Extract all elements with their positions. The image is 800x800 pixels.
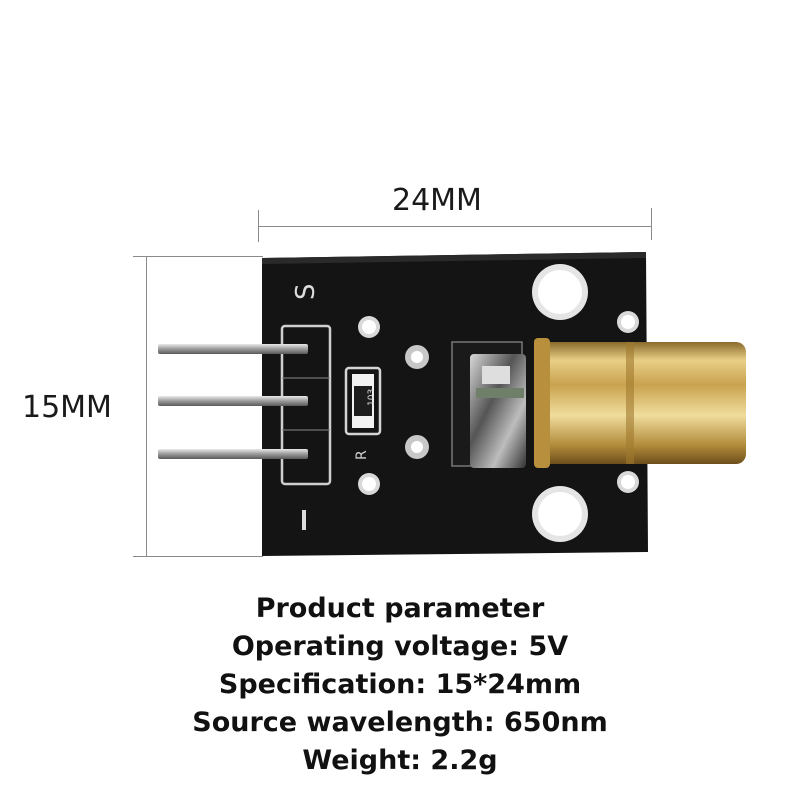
width-dimension-tick-right xyxy=(651,208,652,240)
parameter-source-wavelength: Source wavelength: 650nm xyxy=(192,707,608,738)
width-dimension-line xyxy=(258,226,651,227)
resistor-ref: R xyxy=(354,450,370,460)
parameter-weight: Weight: 2.2g xyxy=(302,745,498,776)
product-parameters: Product parameter Operating voltage: 5V … xyxy=(0,590,800,780)
resistor-code: 103 xyxy=(367,389,377,406)
resistor-outline xyxy=(344,366,382,436)
width-dimension-label: 24MM xyxy=(392,183,482,218)
parameter-heading: Product parameter xyxy=(255,593,545,624)
silk-signal-label: S xyxy=(291,283,321,300)
pin-signal xyxy=(158,344,308,354)
pin-vcc xyxy=(158,396,308,406)
parameter-operating-voltage: Operating voltage: 5V xyxy=(231,631,569,662)
pin-ground xyxy=(158,449,308,459)
height-dimension-tick-top xyxy=(133,256,263,257)
silk-minus-mark xyxy=(302,510,306,530)
laser-head-brass xyxy=(538,342,746,464)
height-dimension-tick-bottom xyxy=(133,556,263,557)
parameter-specification: Specification: 15*24mm xyxy=(218,669,582,700)
height-dimension-line xyxy=(146,256,147,556)
height-dimension-label: 15MM xyxy=(22,390,112,425)
width-dimension-tick-left xyxy=(258,210,259,242)
